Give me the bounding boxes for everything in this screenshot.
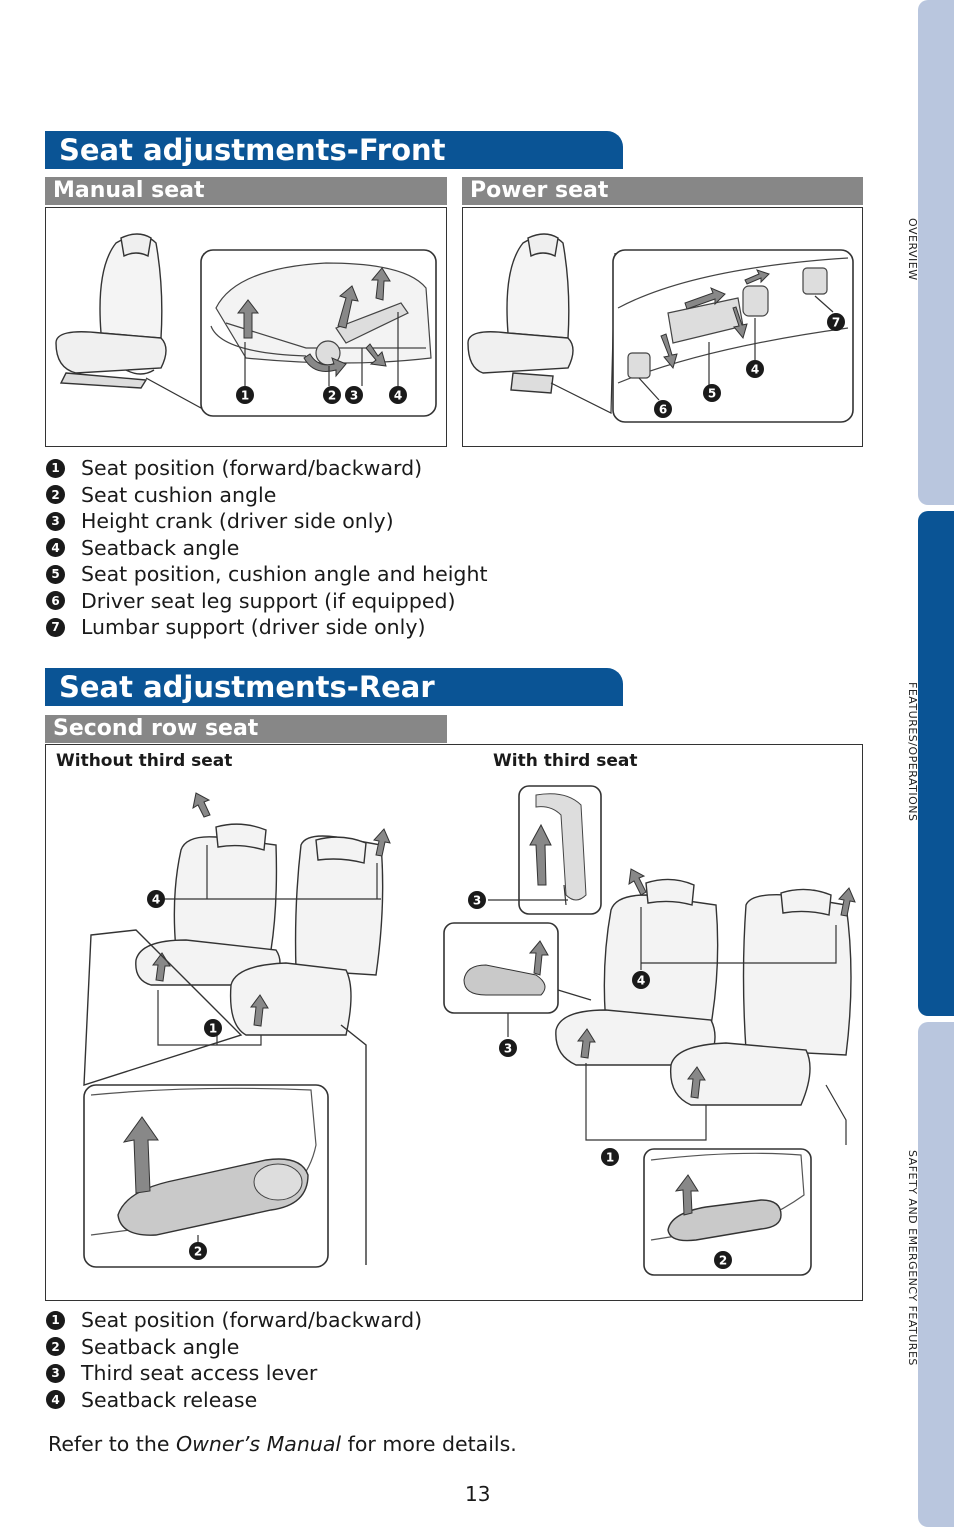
side-label-safety: SAFETY AND EMERGENCY FEATURES [906,1150,919,1366]
legend-num: 3 [46,511,65,531]
legend-num: 3 [46,1363,65,1383]
legend-text: Driver seat leg support (if equipped) [81,588,456,613]
power-seat-panel: 4 5 6 7 [462,207,863,447]
callout-3: 3 [350,389,358,403]
rear-section-title: Seat adjustments-Rear [45,668,623,706]
without-third-seat-caption: Without third seat [56,751,233,771]
legend-text: Seat position, cushion angle and height [81,562,488,587]
legend-item: 2 Seat cushion angle [46,482,487,509]
side-label-overview: OVERVIEW [906,218,919,281]
legend-item: 6 Driver seat leg support (if equipped) [46,588,487,615]
legend-item: 3 Height crank (driver side only) [46,508,487,535]
legend-text: Seat position (forward/backward) [81,456,423,481]
callout-6: 6 [659,403,667,417]
manual-seat-label: Manual seat [45,177,447,205]
callout-3: 3 [504,1042,512,1056]
legend-text: Third seat access lever [81,1361,318,1386]
side-label-features: FEATURES/OPERATIONS [906,682,919,822]
callout-3: 3 [473,894,481,908]
legend-num: 7 [46,617,65,637]
owners-manual-ref: Owner’s Manual [175,1432,342,1456]
manual-seat-panel: 1 2 3 4 [45,207,447,447]
legend-item: 4 Seatback angle [46,535,487,562]
callout-1: 1 [209,1022,217,1036]
legend-item: 1 Seat position (forward/backward) [46,1307,422,1334]
legend-num: 6 [46,591,65,611]
legend-item: 4 Seatback release [46,1387,422,1414]
legend-text: Height crank (driver side only) [81,509,394,534]
legend-item: 5 Seat position, cushion angle and height [46,561,487,588]
callout-4: 4 [152,893,160,907]
callout-4: 4 [394,389,402,403]
with-third-seat-caption: With third seat [493,751,638,771]
callout-1: 1 [241,389,249,403]
legend-text: Lumbar support (driver side only) [81,615,426,640]
legend-text: Seatback angle [81,535,240,560]
legend-num: 1 [46,1310,65,1330]
left-callouts: 4 1 2 [147,890,222,1260]
refer-note: Refer to the Owner’s Manual for more det… [48,1432,517,1456]
refer-prefix: Refer to the [48,1432,176,1456]
power-seat-label: Power seat [462,177,863,205]
callout-5: 5 [708,387,716,401]
legend-item: 1 Seat position (forward/backward) [46,455,487,482]
legend-item: 3 Third seat access lever [46,1360,422,1387]
callout-7: 7 [832,316,840,330]
legend-text: Seatback release [81,1387,258,1412]
callout-2: 2 [328,389,336,403]
callout-4: 4 [637,974,645,988]
legend-text: Seat position (forward/backward) [81,1308,423,1333]
legend-num: 5 [46,564,65,584]
side-tab-safety[interactable] [918,1022,954,1527]
second-row-illustration: 4 1 2 [83,785,856,1276]
legend-item: 7 Lumbar support (driver side only) [46,614,487,641]
page-number: 13 [465,1482,491,1506]
callout-2: 2 [194,1245,202,1259]
refer-suffix: for more details. [341,1432,517,1456]
right-callouts: 3 4 3 1 2 [468,891,732,1269]
front-section-title: Seat adjustments-Front [45,131,623,169]
legend-text: Seat cushion angle [81,482,277,507]
side-tab-features[interactable] [918,511,954,1016]
second-row-panel: Without third seat With third seat [45,744,863,1301]
power-seat-illustration: 4 5 6 7 [467,233,854,423]
manual-seat-illustration: 1 2 3 4 [55,233,437,417]
side-tab-overview[interactable] [918,0,954,505]
legend-num: 1 [46,458,65,478]
legend-num: 4 [46,1390,65,1410]
legend-num: 2 [46,1337,65,1357]
callout-1: 1 [606,1151,614,1165]
legend-text: Seatback angle [81,1334,240,1359]
legend-num: 4 [46,538,65,558]
power-callouts: 4 5 6 7 [654,313,845,418]
legend-item: 2 Seatback angle [46,1334,422,1361]
legend-num: 2 [46,485,65,505]
callout-2: 2 [719,1254,727,1268]
callout-4: 4 [751,363,759,377]
manual-callouts: 1 2 3 4 [236,386,407,404]
second-row-seat-label: Second row seat [45,715,447,743]
